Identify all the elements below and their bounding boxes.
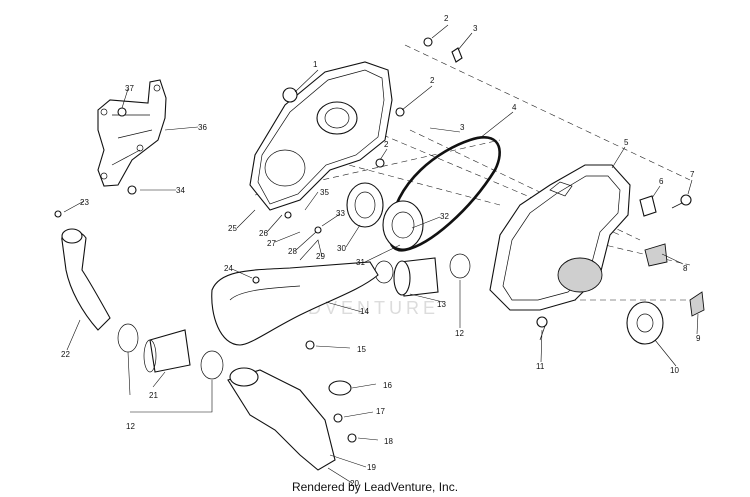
coupler-21	[117, 323, 224, 380]
callout-2c: 2	[384, 140, 389, 149]
callout-24: 24	[224, 264, 233, 273]
label-8	[644, 243, 668, 267]
duct-22	[61, 228, 111, 331]
callout-23: 23	[80, 198, 89, 207]
callout-12b: 12	[455, 329, 464, 338]
bracket-36	[97, 79, 167, 187]
callout-31: 31	[356, 258, 365, 267]
callout-36: 36	[198, 123, 207, 132]
callout-2b: 2	[430, 76, 435, 85]
callout-26: 26	[259, 229, 268, 238]
callout-7: 7	[690, 170, 695, 179]
drive-belt-4	[388, 136, 501, 252]
bolt-11	[536, 316, 548, 341]
callout-22: 22	[61, 350, 70, 359]
intake-duct-29	[211, 261, 379, 346]
washer-10	[626, 301, 664, 345]
inner-cover-25	[249, 61, 393, 211]
callout-14: 14	[360, 307, 369, 316]
clip-6	[639, 195, 657, 217]
callout-30: 30	[337, 244, 346, 253]
callout-6: 6	[659, 177, 664, 186]
callout-3b: 3	[460, 123, 465, 132]
outer-cover-5	[489, 164, 631, 311]
duct-20	[227, 367, 336, 471]
callout-37: 37	[125, 84, 134, 93]
callout-35: 35	[320, 188, 329, 197]
callout-33: 33	[336, 209, 345, 218]
callout-34: 34	[176, 186, 185, 195]
callout-12: 12	[126, 422, 135, 431]
callout-15: 15	[357, 345, 366, 354]
leader-lines	[63, 24, 699, 484]
callout-9: 9	[696, 334, 701, 343]
decal-9	[689, 291, 705, 317]
callout-18: 18	[384, 437, 393, 446]
callout-17: 17	[376, 407, 385, 416]
duct-13	[374, 253, 471, 297]
callout-29: 29	[316, 252, 325, 261]
clutch-31	[346, 182, 424, 250]
credit-caption: Rendered by LeadVenture, Inc.	[291, 480, 459, 494]
screw-7	[671, 194, 692, 209]
callout-5: 5	[624, 138, 629, 147]
callout-25: 25	[228, 224, 237, 233]
callout-21: 21	[149, 391, 158, 400]
callouts: 1 2 2 2 3 3 4 5 6 7 8 9 10 11 12 12 13 1…	[61, 14, 701, 488]
callout-16: 16	[383, 381, 392, 390]
callout-3: 3	[473, 24, 478, 33]
callout-8: 8	[683, 264, 688, 273]
callout-2: 2	[444, 14, 449, 23]
callout-4: 4	[512, 103, 517, 112]
callout-27: 27	[267, 239, 276, 248]
callout-19: 19	[367, 463, 376, 472]
callout-1: 1	[313, 60, 318, 69]
callout-20: 20	[350, 479, 359, 488]
callout-10: 10	[670, 366, 679, 375]
callout-11: 11	[536, 362, 545, 371]
callout-32: 32	[440, 212, 449, 221]
hardware	[54, 37, 463, 443]
callout-28: 28	[288, 247, 297, 256]
callout-13: 13	[437, 300, 446, 309]
